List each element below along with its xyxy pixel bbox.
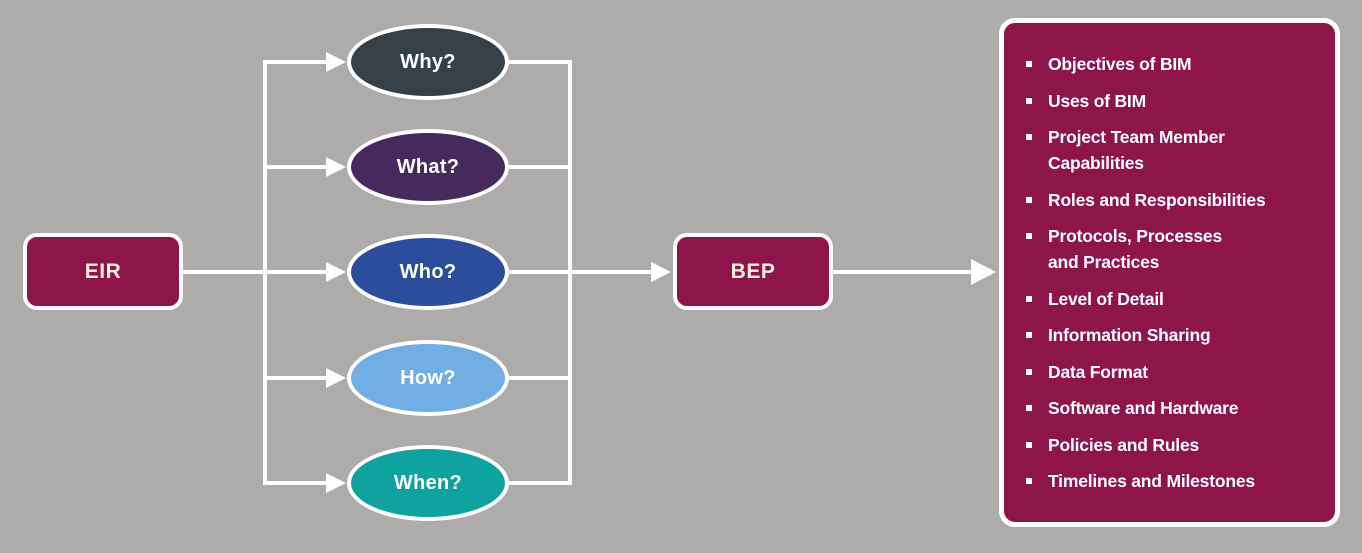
list-item: Uses of BIM: [1026, 88, 1319, 114]
list-item: Level of Detail: [1026, 286, 1319, 312]
list-item-label: Information Sharing: [1048, 325, 1211, 345]
list-item: Policies and Rules: [1026, 432, 1319, 458]
bullet-icon: [1026, 134, 1032, 140]
list-item: Roles and Responsibilities: [1026, 187, 1319, 213]
list-item-label: Objectives of BIM: [1048, 54, 1192, 74]
bullet-icon: [1026, 368, 1032, 375]
list-item-label: Timelines and Milestones: [1048, 471, 1255, 491]
question-node-why: Why?: [347, 24, 509, 100]
list-item: Project Team Member Capabilities: [1026, 124, 1319, 176]
bullet-icon: [1026, 196, 1032, 203]
bullet-icon: [1026, 405, 1032, 411]
list-item-label: Project Team Member Capabilities: [1048, 127, 1225, 173]
arrowhead-when: [326, 473, 346, 493]
question-label-when: When?: [393, 471, 463, 494]
question-node-when: When?: [347, 445, 509, 521]
bullet-icon: [1026, 61, 1032, 67]
eir-label: EIR: [84, 259, 122, 283]
arrowhead-why: [326, 52, 346, 72]
list-item-label: Uses of BIM: [1048, 90, 1146, 111]
question-node-what: What?: [347, 129, 509, 205]
eir-node: EIR: [23, 233, 183, 310]
question-label-how: How?: [400, 366, 456, 389]
list-item-label: Software and Hardware: [1048, 398, 1239, 418]
list-item-label: Policies and Rules: [1048, 434, 1200, 455]
bullet-icon: [1026, 478, 1032, 484]
list-item: Protocols, Processes and Practices: [1026, 223, 1319, 275]
question-node-who: Who?: [347, 234, 509, 310]
connector-left-trunk: [263, 60, 326, 485]
question-label-why: Why?: [400, 50, 456, 73]
list-item: Information Sharing: [1026, 322, 1319, 348]
bullet-icon: [1026, 441, 1032, 448]
bullet-icon: [1026, 97, 1032, 104]
arrowhead-bep: [651, 262, 671, 282]
arrowhead-how: [326, 368, 346, 388]
list-item: Objectives of BIM: [1026, 51, 1319, 77]
list-item: Data Format: [1026, 359, 1319, 385]
bullet-icon: [1026, 332, 1032, 338]
bep-node: BEP: [673, 233, 833, 310]
question-label-what: What?: [396, 155, 460, 178]
bep-contents-panel: Objectives of BIM Uses of BIM Project Te…: [999, 18, 1340, 527]
arrowhead-what: [326, 157, 346, 177]
list-item-label: Roles and Responsibilities: [1048, 189, 1266, 210]
list-item-label: Protocols, Processes and Practices: [1048, 226, 1222, 272]
list-item: Software and Hardware: [1026, 395, 1319, 421]
arrowhead-who: [326, 262, 346, 282]
arrowhead-panel: [971, 259, 996, 285]
list-item-label: Level of Detail: [1048, 288, 1164, 309]
bep-contents-list: Objectives of BIM Uses of BIM Project Te…: [1026, 51, 1319, 494]
question-label-who: Who?: [399, 260, 457, 283]
bullet-icon: [1026, 233, 1032, 239]
bullet-icon: [1026, 295, 1032, 302]
list-item: Timelines and Milestones: [1026, 468, 1319, 494]
list-item-label: Data Format: [1048, 361, 1148, 382]
bep-label: BEP: [730, 259, 776, 283]
question-node-how: How?: [347, 340, 509, 416]
